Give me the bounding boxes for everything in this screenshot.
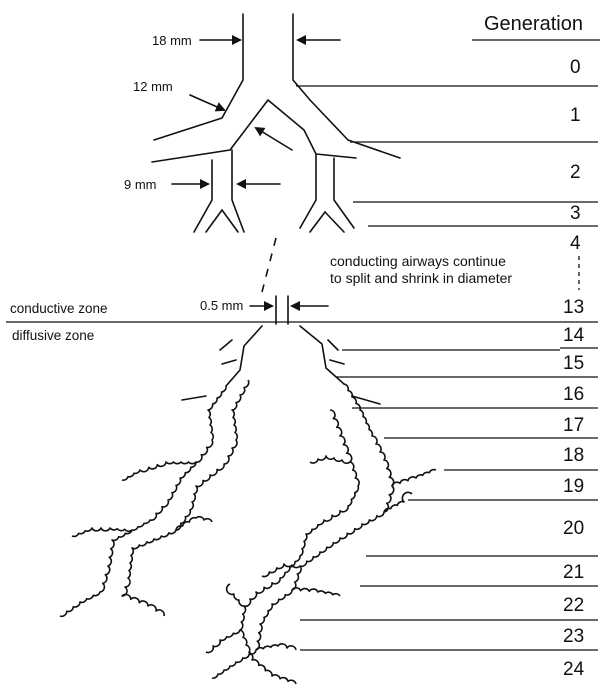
gen-1: 1 (570, 105, 581, 126)
generation-dividers (6, 86, 598, 650)
gen-13: 13 (563, 297, 584, 318)
conductive-zone-label: conductive zone (10, 301, 108, 316)
gen-15: 15 (563, 353, 584, 374)
alveolar-tree (60, 326, 436, 684)
gen-24: 24 (563, 659, 585, 680)
gen-2: 2 (570, 162, 581, 183)
gen-18: 18 (563, 445, 584, 466)
arrow-12mm-outer (190, 95, 224, 110)
gen-23: 23 (563, 626, 584, 647)
gen-3: 3 (570, 203, 581, 224)
gen-0: 0 (570, 57, 581, 78)
alveolar-wall (122, 462, 196, 480)
alveolar-wall (60, 386, 226, 616)
gen-22: 22 (563, 595, 584, 616)
annotation-line-1: conducting airways continue (330, 253, 506, 269)
gen-21: 21 (563, 562, 584, 583)
alveolar-wall (206, 630, 240, 653)
generation-header: Generation (484, 13, 583, 35)
alveolar-wall (392, 470, 436, 486)
gen-16: 16 (563, 384, 584, 405)
alveolar-wall (310, 456, 350, 463)
arrow-12mm-inner (256, 128, 292, 150)
measurement-arrows (172, 40, 340, 306)
measure-bronchus: 12 mm (133, 79, 173, 94)
gen-19: 19 (563, 476, 584, 497)
annotation-line-2: to split and shrink in diameter (330, 270, 512, 286)
alveolar-wall (292, 588, 340, 596)
gen-20: 20 (563, 518, 584, 539)
gen-14: 14 (563, 325, 585, 346)
alveolar-wall (122, 380, 249, 616)
measure-terminal: 0.5 mm (200, 298, 243, 313)
diffusive-zone-label: diffusive zone (12, 328, 94, 343)
gen-4: 4 (570, 233, 581, 254)
measure-trachea: 18 mm (152, 33, 192, 48)
alveolar-wall (256, 644, 296, 650)
measure-bronchiole: 9 mm (124, 177, 157, 192)
alveolar-wall (227, 584, 244, 606)
gen-17: 17 (563, 415, 584, 436)
alveolar-wall (212, 384, 394, 678)
alveolar-wall (72, 528, 132, 536)
